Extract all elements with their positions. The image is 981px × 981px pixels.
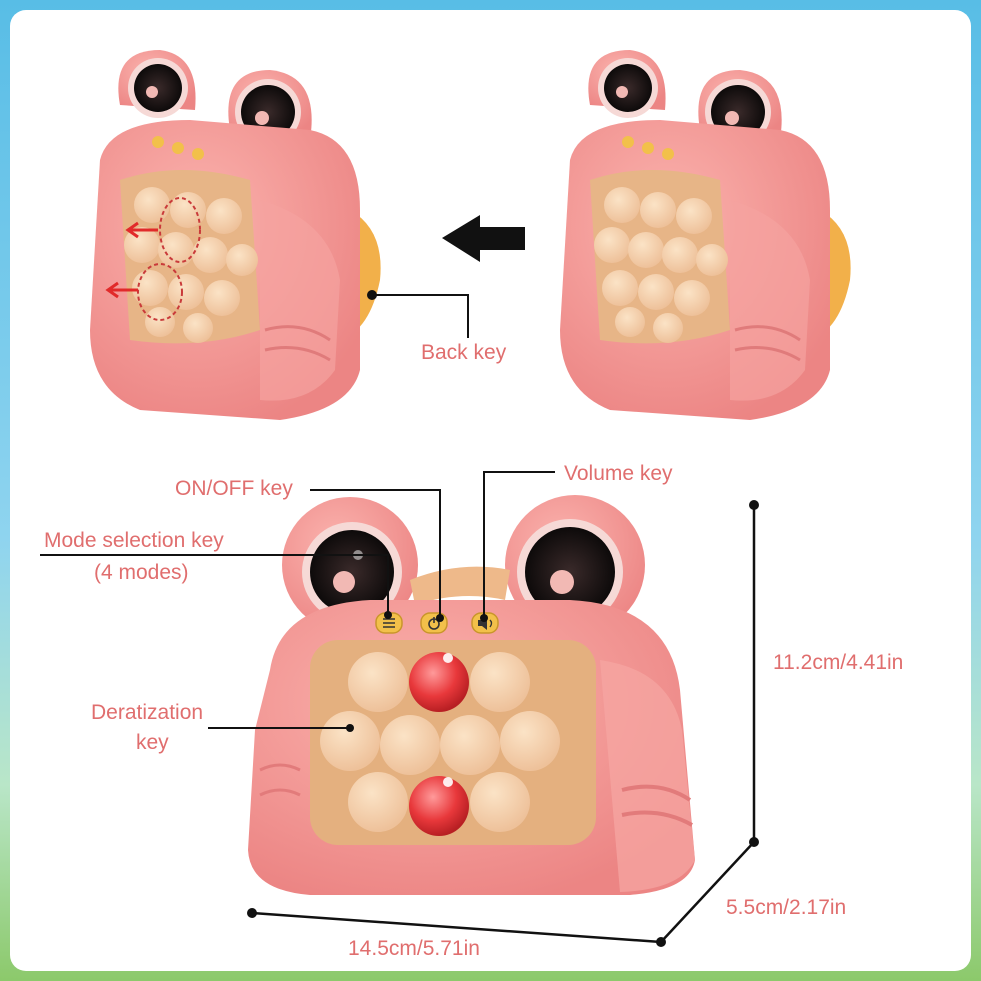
toy-before <box>88 48 383 422</box>
depth-dimension: 5.5cm/2.17in <box>726 896 847 919</box>
back-key-label: Back key <box>421 341 507 364</box>
toy-after <box>558 48 853 422</box>
deratization-key-label: Deratization <box>91 701 204 724</box>
toy-illustration <box>40 48 853 947</box>
mode-key-label: Mode selection key <box>44 529 224 552</box>
mode-key-sub-label: (4 modes) <box>94 561 189 584</box>
leader-lines <box>40 471 555 729</box>
on-off-key-label: ON/OFF key <box>175 477 293 500</box>
height-dimension: 11.2cm/4.41in <box>773 651 904 674</box>
arrow-left-icon <box>442 215 525 262</box>
toy-main <box>248 495 695 895</box>
deratization-key-sub-label: key <box>136 731 169 754</box>
white-panel: Back key ON/OFF key Volume key Mode sele… <box>10 10 971 971</box>
dimension-lines <box>251 505 756 944</box>
volume-key-label: Volume key <box>564 462 673 485</box>
width-dimension: 14.5cm/5.71in <box>348 937 480 960</box>
